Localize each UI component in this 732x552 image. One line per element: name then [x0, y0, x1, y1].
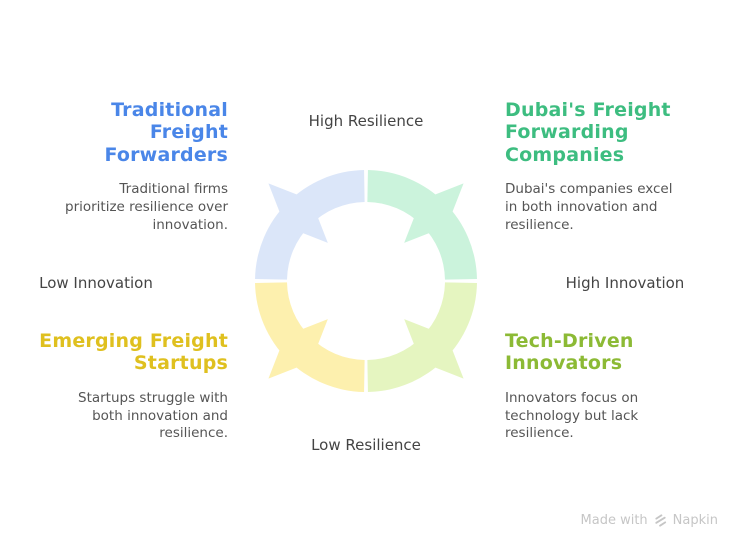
cycle-segment-top-right [367, 170, 477, 280]
quadrant-block-top-left: Traditional Freight Forwarders Tradition… [20, 99, 228, 235]
cycle-arrowhead-top-left-icon [268, 183, 328, 243]
quadrant-block-top-right: Dubai's Freight Forwarding Companies Dub… [505, 99, 720, 235]
quadrant-title-bottom-right: Tech-Driven Innovators [505, 330, 634, 375]
axis-label-bottom: Low Resilience [311, 436, 421, 454]
watermark-brand: Napkin [672, 513, 718, 528]
cycle-segment-bottom-right [367, 282, 477, 392]
quadrant-description-top-left: Traditional firms prioritize resilience … [65, 181, 228, 233]
quadrant-title-top-left: Traditional Freight Forwarders [104, 99, 228, 166]
quadrant-block-bottom-left: Emerging Freight Startups Startups strug… [20, 330, 228, 443]
cycle-arrowhead-bottom-right-icon [404, 319, 464, 379]
axis-label-left: Low Innovation [39, 274, 153, 292]
quadrant-title-top-right: Dubai's Freight Forwarding Companies [505, 99, 671, 166]
axis-label-right: High Innovation [565, 274, 685, 292]
quadrant-title-bottom-left: Emerging Freight Startups [39, 330, 228, 375]
quadrant-description-bottom-left: Startups struggle with both innovation a… [78, 389, 228, 442]
axis-label-top: High Resilience [308, 112, 424, 130]
quadrant-description-bottom-right: Innovators focus on technology but lack … [505, 389, 639, 442]
cycle-arrowhead-bottom-left-icon [268, 319, 328, 379]
watermark-prefix: Made with [580, 513, 648, 528]
napkin-logo-icon [653, 513, 668, 528]
cycle-segment-bottom-left [255, 282, 365, 392]
cycle-arrowhead-top-right-icon [404, 183, 464, 243]
quadrant-description-top-right: Dubai's companies excel in both innovati… [505, 181, 673, 233]
watermark: Made with Napkin [581, 513, 718, 528]
quadrant-block-bottom-right: Tech-Driven Innovators Innovators focus … [505, 330, 720, 443]
cycle-segment-top-left [255, 170, 365, 280]
